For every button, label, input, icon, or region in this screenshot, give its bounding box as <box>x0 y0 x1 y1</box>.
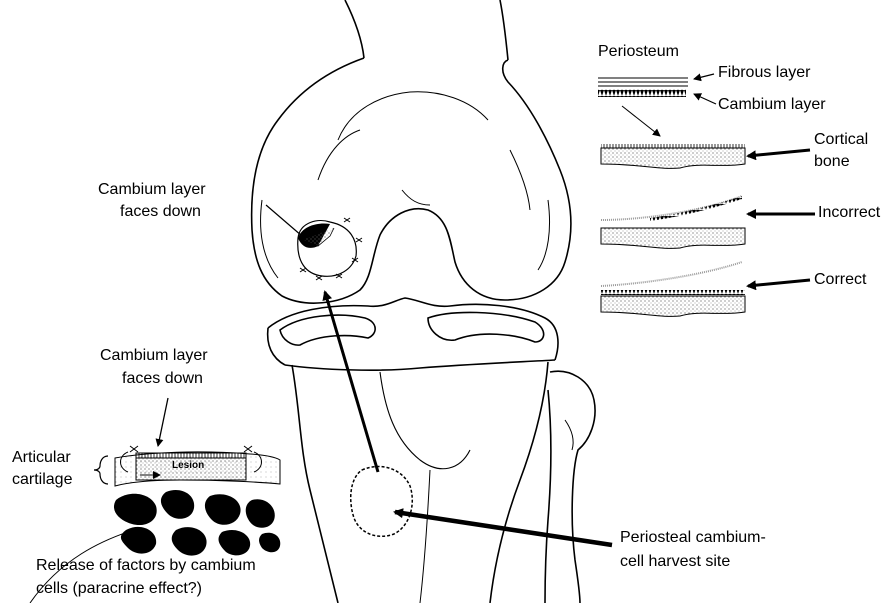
correct-label: Correct <box>814 270 866 290</box>
cortical-bone-label-line1: Cortical <box>814 130 868 150</box>
cambium-faces-down-bottom-line1: Cambium layer <box>100 346 208 366</box>
lesion-label: Lesion <box>172 460 204 471</box>
incorrect-label: Incorrect <box>818 203 880 223</box>
articular-cartilage-label-line1: Articular <box>12 448 71 468</box>
cambium-layer-label: Cambium layer <box>718 95 826 115</box>
fibula <box>545 371 595 603</box>
tibia <box>268 298 558 603</box>
harvest-site-pointer <box>395 512 612 545</box>
cambium-faces-down-top-line1: Cambium layer <box>98 180 206 200</box>
harvest-site-outline <box>351 467 413 537</box>
fibrous-layer-label: Fibrous layer <box>718 63 810 83</box>
cambium-bottom-pointer <box>158 398 168 446</box>
release-factors-label-line2: cells (paracrine effect?) <box>36 579 202 599</box>
cambium-faces-down-top-line2: faces down <box>120 202 201 222</box>
cortical-bone-label-line2: bone <box>814 152 850 172</box>
cambium-faces-down-bottom-line2: faces down <box>122 369 203 389</box>
periosteum-label: Periosteum <box>598 42 679 62</box>
articular-cartilage-label-line2: cartilage <box>12 470 72 490</box>
harvest-to-graft-arrow <box>325 292 378 472</box>
harvest-site-label-line2: cell harvest site <box>620 552 730 572</box>
harvest-site-label-line1: Periosteal cambium- <box>620 528 766 548</box>
release-factors-label-line1: Release of factors by cambium <box>36 556 256 576</box>
cambium-top-pointer <box>266 205 302 236</box>
graft-on-condyle <box>298 218 362 280</box>
